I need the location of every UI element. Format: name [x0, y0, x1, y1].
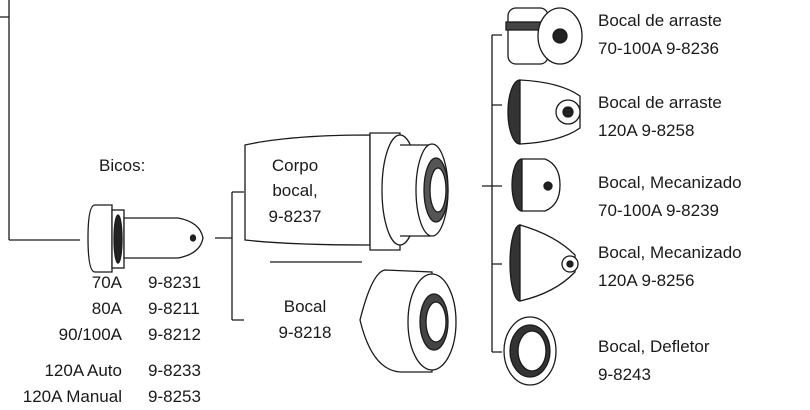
shroud-1-spec: 70-100A 9-8236: [598, 39, 719, 58]
nozzle-part-4: 9-8233: [148, 361, 201, 380]
body-label-line3: 9-8237: [268, 207, 322, 226]
nozzle-part-2: 9-8211: [148, 299, 200, 318]
nozzle-illustration: [87, 204, 204, 273]
deflector-shroud-illustration: [503, 316, 557, 386]
shroud-5-spec: 9-8243: [598, 365, 651, 384]
body-bracket-line: [482, 34, 502, 353]
drag-shroud-120-illustration: [507, 79, 581, 145]
nozzle-size-2: 80A: [91, 299, 122, 318]
shroud-label-line2: 9-8218: [278, 323, 332, 342]
nozzle-size-3: 90/100A: [58, 325, 122, 344]
nozzle-part-1: 9-8231: [148, 273, 201, 292]
nozzle-part-3: 9-8212: [148, 325, 201, 344]
shroud-illustration: [359, 269, 457, 373]
nozzle-size-1: 70A: [91, 273, 122, 292]
nozzle-bracket-line: [215, 191, 244, 321]
body-label-line2: bocal,: [272, 181, 318, 200]
body-illustration: [244, 132, 449, 251]
nozzle-size-4: 120A Auto: [44, 361, 122, 380]
nozzle-part-5: 9-8253: [148, 387, 201, 406]
left-bracket-line: [0, 0, 80, 241]
machined-shroud-120-illustration: [509, 224, 579, 302]
nozzle-size-5: 120A Manual: [22, 387, 122, 406]
shroud-label-line1: Bocal: [283, 297, 327, 316]
nozzles-title: Bicos:: [99, 156, 146, 175]
drag-shroud-70-100-illustration: [505, 7, 583, 65]
shroud-4-spec: 120A 9-8256: [598, 271, 695, 290]
shroud-2-spec: 120A 9-8258: [598, 121, 695, 140]
shroud-2-name: Bocal de arraste: [598, 93, 722, 112]
shroud-1-name: Bocal de arraste: [598, 11, 722, 30]
shroud-3-spec: 70-100A 9-8239: [598, 201, 719, 220]
machined-shroud-70-100-illustration: [511, 158, 561, 212]
shroud-5-name: Bocal, Defletor: [598, 337, 710, 356]
shroud-4-name: Bocal, Mecanizado: [598, 243, 742, 262]
shroud-3-name: Bocal, Mecanizado: [598, 173, 742, 192]
body-label-line1: Corpo: [271, 156, 319, 175]
